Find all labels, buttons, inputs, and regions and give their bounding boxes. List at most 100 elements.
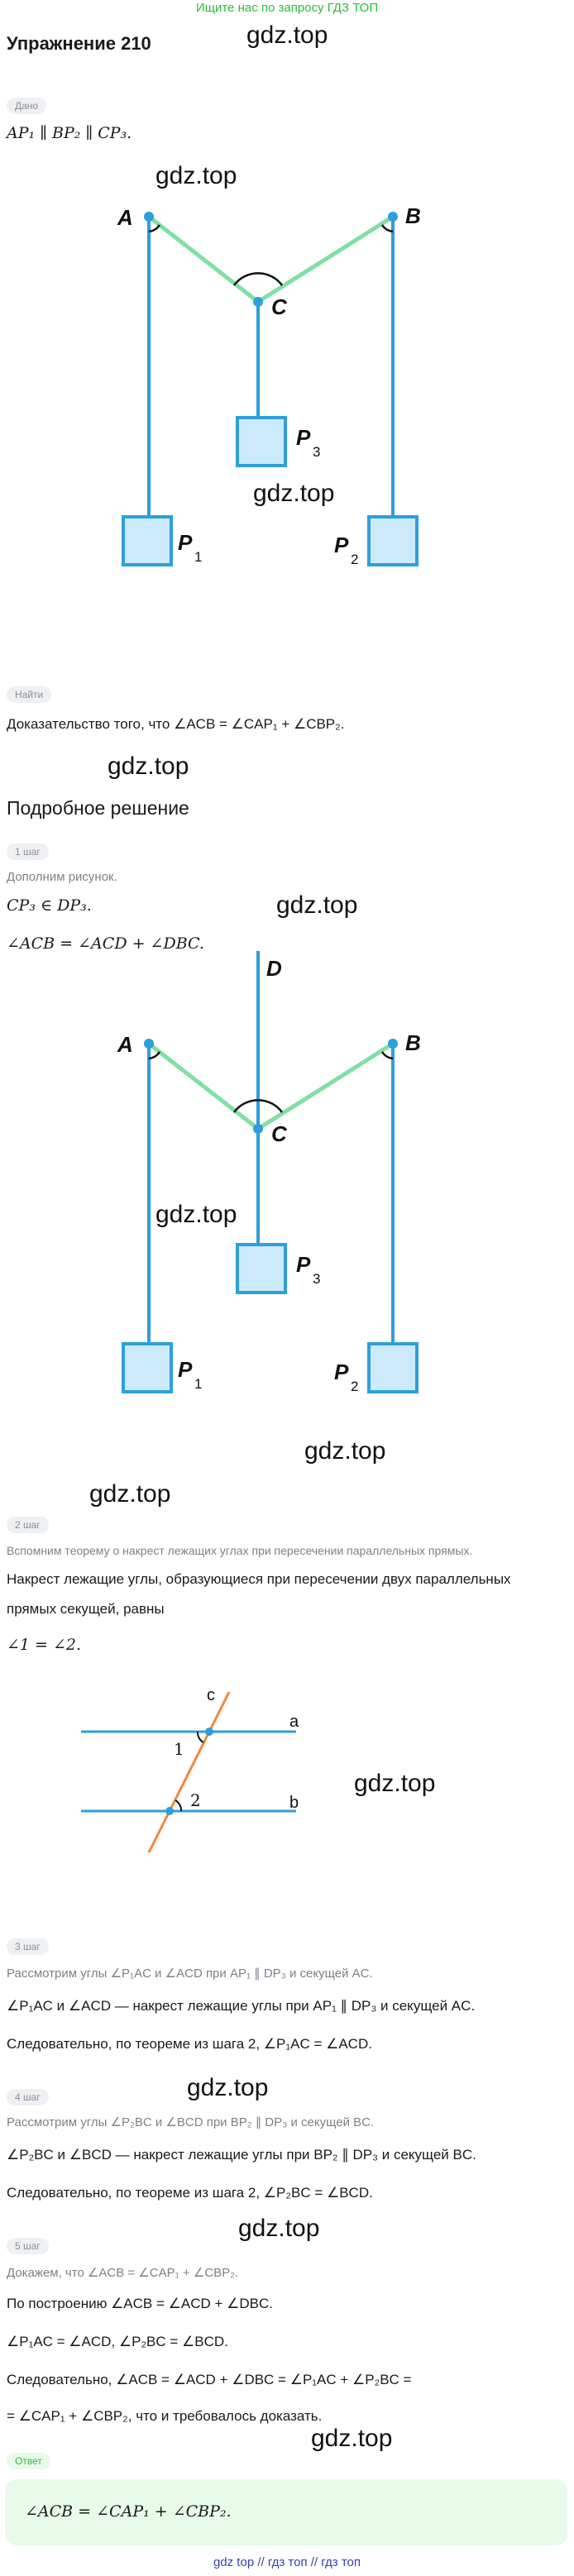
angle-arc-a bbox=[148, 224, 161, 233]
figure-pendulums: A B C P 3 P 1 P 2 bbox=[117, 203, 421, 567]
label-p2-sub: 2 bbox=[351, 552, 358, 567]
rope-ac bbox=[147, 215, 260, 303]
step5-line2: ∠P₁AC = ∠ACD, ∠P₂BC = ∠BCD. bbox=[7, 2334, 228, 2349]
angle-arc-c bbox=[232, 1099, 284, 1113]
label-p1-sub: 1 bbox=[194, 549, 202, 565]
point-c bbox=[253, 1124, 263, 1134]
answer-text: ∠ACB = ∠CAP₁ + ∠CBP₂. bbox=[25, 2502, 232, 2521]
answer-chip: Ответ bbox=[7, 2453, 50, 2469]
step5-chip: 5 шаг bbox=[7, 2238, 49, 2254]
watermark: gdz.top bbox=[108, 753, 189, 780]
watermark: gdz.top bbox=[89, 1480, 171, 1508]
step5-hint: Докажем, что ∠ACB = ∠CAP₁ + ∠CBP₂. bbox=[7, 2266, 239, 2280]
label-angle-2: 2 bbox=[190, 1790, 201, 1810]
label-p3: P bbox=[296, 425, 311, 450]
rope-bc bbox=[256, 214, 395, 304]
rope-bc bbox=[256, 1041, 395, 1131]
watermark: gdz.top bbox=[238, 2215, 320, 2242]
step4-line2: Следовательно, по теореме из шага 2, ∠P₂… bbox=[7, 2185, 373, 2201]
watermark: gdz.top bbox=[246, 22, 328, 49]
watermark: gdz.top bbox=[311, 2425, 393, 2452]
step2-hint: Вспомним теорему о накрест лежащих углах… bbox=[7, 1544, 473, 1557]
label-b: B bbox=[405, 203, 421, 228]
point-b bbox=[388, 212, 398, 222]
step4-chip: 4 шаг bbox=[7, 2089, 49, 2105]
figure-pendulums-extended: A B C D P 3 P 1 P 2 bbox=[117, 951, 421, 1394]
label-p2-sub: 2 bbox=[351, 1379, 358, 1394]
angle-arc-a bbox=[148, 1051, 161, 1060]
weight-p1 bbox=[122, 515, 173, 566]
weight-p2 bbox=[367, 1342, 419, 1393]
label-a: A bbox=[117, 1032, 133, 1057]
find-text: Доказательство того, что ∠ACB = ∠CAP₁ + … bbox=[7, 716, 345, 732]
search-banner[interactable]: Ищите нас по запросу ГДЗ ТОП bbox=[195, 1, 379, 15]
rope-ac bbox=[147, 1042, 260, 1130]
step1-hint: Дополним рисунок. bbox=[7, 870, 117, 884]
label-p2: P bbox=[334, 533, 349, 557]
step3-line1: ∠P₁AC и ∠ACD — накрест лежащие углы при … bbox=[7, 1998, 476, 2014]
label-d: D bbox=[266, 956, 282, 981]
solution-heading: Подробное решение bbox=[7, 797, 189, 819]
label-p3-sub: 3 bbox=[313, 444, 320, 460]
weight-p1 bbox=[122, 1342, 173, 1393]
step1-chip: 1 шаг bbox=[7, 844, 49, 860]
given-statement: AP₁ ∥ BP₂ ∥ CP₃. bbox=[7, 124, 132, 142]
step2-math: ∠1 = ∠2. bbox=[7, 1636, 82, 1654]
weight-p2 bbox=[367, 515, 419, 566]
footer-links[interactable]: gdz top // гдз топ // гдз топ bbox=[213, 2555, 361, 2569]
step4-hint: Рассмотрим углы ∠P₂BC и ∠BCD при BP₂ ∥ D… bbox=[7, 2115, 375, 2129]
angle-arc-b bbox=[380, 224, 394, 233]
label-a: a bbox=[289, 1713, 299, 1731]
watermark: gdz.top bbox=[304, 1437, 386, 1465]
label-p2: P bbox=[334, 1360, 349, 1384]
answer-box bbox=[5, 2479, 567, 2545]
step5-line3: Следовательно, ∠ACB = ∠ACD + ∠DBC = ∠P₁A… bbox=[7, 2372, 412, 2387]
label-c: c bbox=[207, 1686, 215, 1704]
point-a bbox=[144, 212, 154, 222]
step3-chip: 3 шаг bbox=[7, 1938, 49, 1955]
watermark: gdz.top bbox=[253, 480, 335, 507]
label-angle-1: 1 bbox=[174, 1739, 184, 1759]
step5-line4: = ∠CAP₁ + ∠CBP₂, что и требовалось доказ… bbox=[7, 2408, 323, 2424]
label-b: B bbox=[405, 1030, 421, 1055]
figure-parallel-lines: c a b 1 2 bbox=[81, 1686, 299, 1853]
step4-line1: ∠P₂BC и ∠BCD — накрест лежащие углы при … bbox=[7, 2147, 476, 2163]
label-b: b bbox=[289, 1794, 299, 1812]
angle-arc-1 bbox=[197, 1731, 204, 1743]
find-chip: Найти bbox=[7, 686, 52, 703]
step3-line2: Следовательно, по теореме из шага 2, ∠P₁… bbox=[7, 2036, 372, 2052]
label-c: C bbox=[271, 294, 288, 319]
step1-line2: ∠ACB = ∠ACD + ∠DBC. bbox=[7, 934, 204, 953]
angle-arc-c bbox=[232, 272, 284, 286]
step1-line1: CP₃ ∈ DP₃. bbox=[7, 896, 92, 915]
given-chip: Дано bbox=[7, 98, 47, 114]
label-p3: P bbox=[296, 1252, 311, 1277]
intersection-bottom bbox=[165, 1807, 174, 1815]
watermark: gdz.top bbox=[276, 891, 358, 919]
step2-text1: Накрест лежащие углы, образующиеся при п… bbox=[7, 1571, 511, 1587]
watermark: gdz.top bbox=[155, 162, 237, 189]
secant-c bbox=[147, 1691, 231, 1853]
label-a: A bbox=[117, 205, 133, 230]
label-p1-sub: 1 bbox=[194, 1376, 202, 1392]
angle-arc-2 bbox=[175, 1799, 182, 1812]
point-b bbox=[388, 1039, 398, 1049]
weight-p3 bbox=[236, 416, 287, 467]
watermark: gdz.top bbox=[354, 1770, 436, 1797]
intersection-top bbox=[205, 1728, 213, 1736]
watermark: gdz.top bbox=[187, 2074, 269, 2101]
weight-p3 bbox=[236, 1243, 287, 1294]
step5-line1: По построению ∠ACB = ∠ACD + ∠DBC. bbox=[7, 2296, 273, 2311]
label-p1: P bbox=[178, 530, 193, 555]
label-p1: P bbox=[178, 1357, 193, 1382]
step2-chip: 2 шаг bbox=[7, 1517, 49, 1533]
step3-hint: Рассмотрим углы ∠P₁AC и ∠ACD при AP₁ ∥ D… bbox=[7, 1967, 373, 1981]
label-p3-sub: 3 bbox=[313, 1271, 320, 1287]
angle-arc-b bbox=[380, 1051, 394, 1060]
point-a bbox=[144, 1039, 154, 1049]
page-title: Упражнение 210 bbox=[7, 33, 151, 54]
point-c bbox=[253, 297, 263, 307]
label-c: C bbox=[271, 1121, 288, 1146]
step2-text2: прямых секущей, равны bbox=[7, 1601, 165, 1617]
watermark: gdz.top bbox=[155, 1201, 237, 1228]
